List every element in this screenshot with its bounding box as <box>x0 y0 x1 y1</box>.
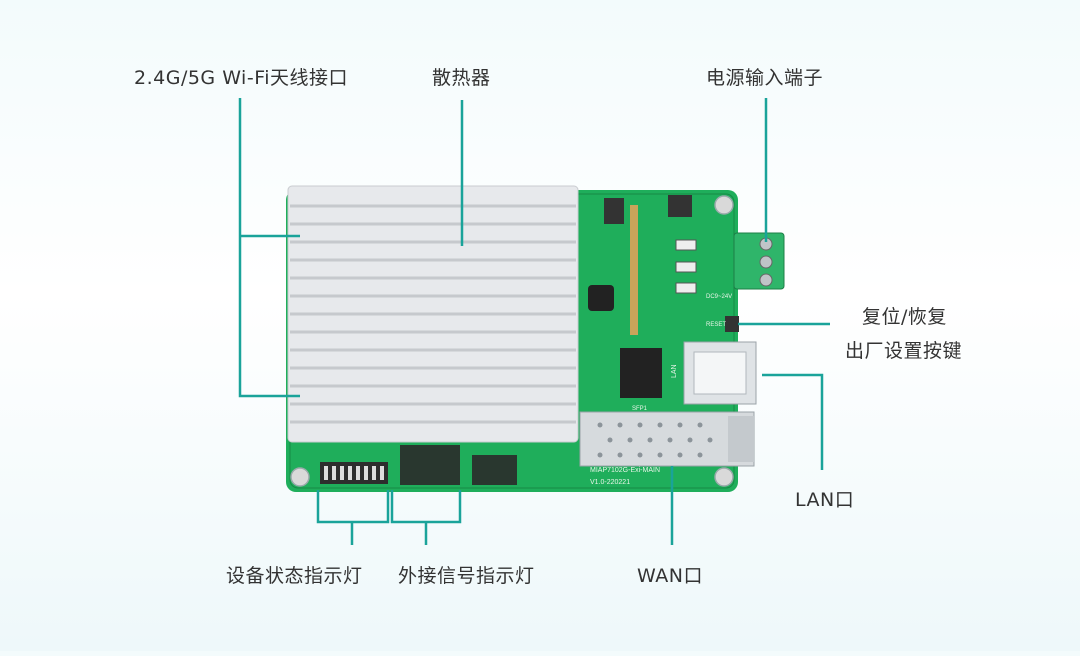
label-lan-port: LAN口 <box>795 489 855 511</box>
board-version-text: V1.0-220221 <box>590 479 630 486</box>
sfp-silk-text: SFP1 <box>632 406 648 412</box>
label-reset-line2: 出厂设置按键 <box>845 340 963 362</box>
leader-status-leds-bracket <box>316 490 390 524</box>
leader-signal-leds-bracket <box>390 490 462 524</box>
heatsink-block <box>287 185 579 443</box>
power-terminal <box>733 232 785 290</box>
board-model-text: MIAP7102G-Exi-MAIN <box>590 467 660 474</box>
leader-wifi-lower <box>238 98 300 398</box>
lan-silk-text: LAN <box>671 364 678 378</box>
leader-lan <box>762 373 824 470</box>
reset-silk-text: RESET <box>706 322 726 328</box>
label-status-leds: 设备状态指示灯 <box>226 565 363 587</box>
label-reset-line1: 复位/恢复 <box>862 306 947 328</box>
label-wifi-antenna: 2.4G/5G Wi-Fi天线接口 <box>134 67 349 89</box>
label-power-input: 电源输入端子 <box>706 67 824 89</box>
label-signal-leds: 外接信号指示灯 <box>398 565 535 587</box>
label-wan-port: WAN口 <box>637 565 703 587</box>
label-heatsink: 散热器 <box>432 67 491 89</box>
leader-lines <box>238 98 830 545</box>
dc-silk-text: DC9~24V <box>706 294 732 300</box>
lan-port-connector <box>683 341 757 405</box>
sfp-wan-cage <box>579 411 755 467</box>
